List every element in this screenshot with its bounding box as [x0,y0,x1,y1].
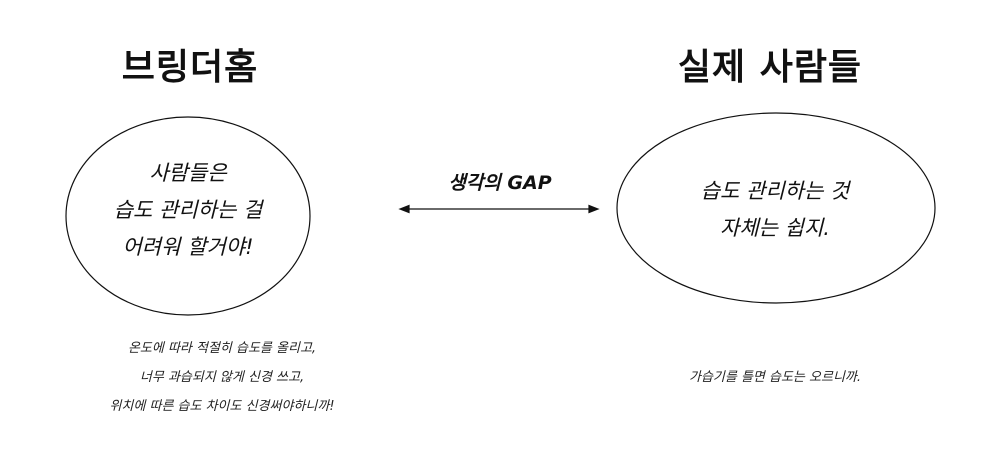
double-arrow [398,204,600,214]
right-ellipse [616,112,936,304]
right-title: 실제 사람들 [677,47,863,88]
right-note: 가습기를 틀면 습도는 오르니까. [575,363,975,392]
note-line: 온도에 따라 적절히 습도를 올리고, [127,341,317,356]
note-line: 위치에 따른 습도 차이도 신경써야하니까! [109,399,335,414]
bubble-line: 자체는 쉽지. [720,216,830,240]
bubble-line: 습도 관리하는 걸 [113,198,263,222]
left-ellipse [65,116,311,316]
bubble-line: 어려워 할거야! [122,235,254,259]
left-bubble-text: 사람들은 습도 관리하는 걸 어려워 할거야! [38,155,338,266]
gap-label: 생각의 GAP [448,172,552,194]
bubble-line: 사람들은 [149,161,227,185]
note-line: 너무 과습되지 않게 신경 쓰고, [139,370,305,385]
right-bubble-text: 습도 관리하는 것 자체는 쉽지. [625,173,925,247]
left-title: 브링더홈 [121,47,259,88]
left-note: 온도에 따라 적절히 습도를 올리고, 너무 과습되지 않게 신경 쓰고, 위치… [22,334,422,421]
note-line: 가습기를 틀면 습도는 오르니까. [688,370,861,385]
bubble-line: 습도 관리하는 것 [700,179,850,203]
